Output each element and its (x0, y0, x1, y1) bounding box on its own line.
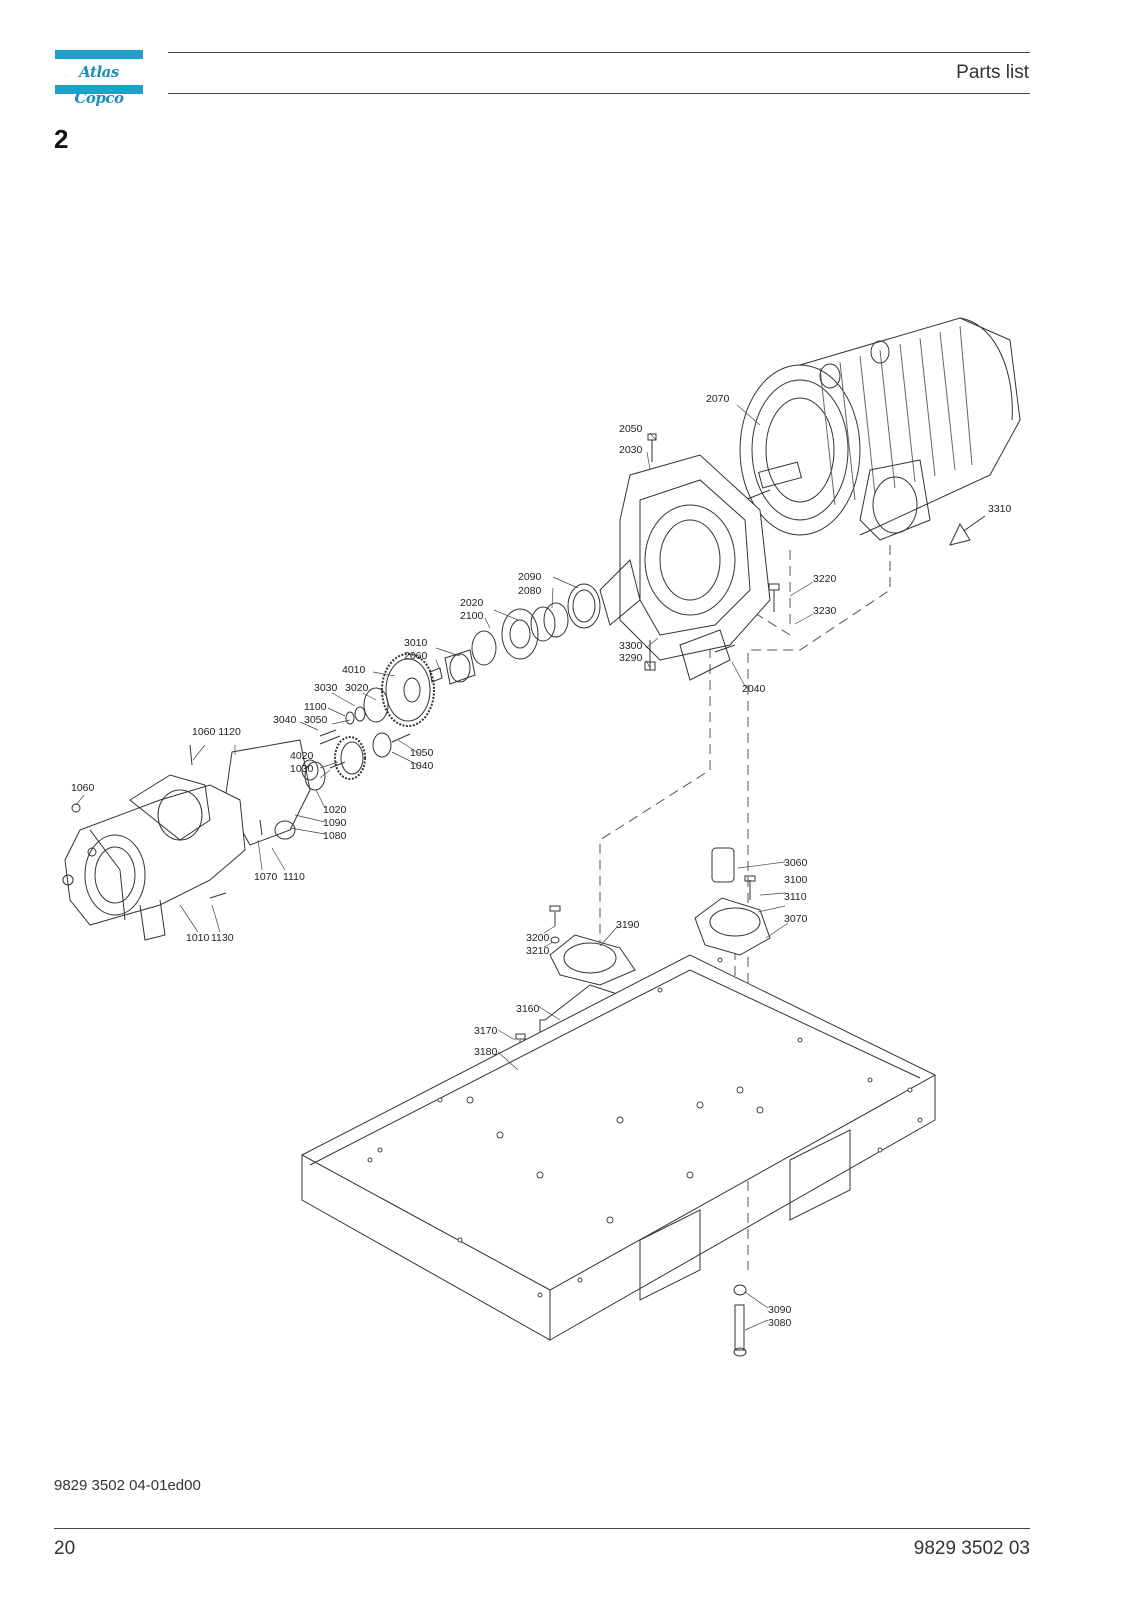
callout: 3190 (616, 919, 640, 931)
callout: 3090 (768, 1304, 792, 1316)
callout: 1070 (254, 871, 278, 883)
diagram-callouts: 2070 2050 2030 3310 3220 3230 2090 2080 … (71, 393, 1012, 1329)
document-number: 9829 3502 03 (913, 1538, 1030, 1559)
callout: 2050 (619, 423, 643, 435)
callout: 1090 (323, 817, 347, 829)
callout: 3210 (526, 945, 550, 957)
page-number: 20 (54, 1538, 76, 1559)
callout: 2040 (742, 683, 766, 695)
callout: 3070 (784, 913, 808, 925)
callout: 1110 (283, 871, 305, 883)
callout: 1080 (323, 830, 347, 842)
callout: 3160 (516, 1003, 540, 1015)
callout: 3300 (619, 640, 643, 652)
callout: 1040 (410, 760, 434, 772)
callout: 4010 (342, 664, 366, 676)
callout: 3050 (304, 714, 328, 726)
header-rule-bottom (168, 93, 1030, 94)
callout: 3040 (273, 714, 297, 726)
callout: 2080 (518, 585, 542, 597)
callout: 3030 (314, 682, 338, 694)
callout: 2070 (706, 393, 730, 405)
base-frame (300, 954, 937, 1341)
page-header-title: Parts list (956, 62, 1029, 83)
callout: 1030 (290, 763, 314, 775)
callout: 3200 (526, 932, 550, 944)
callout: 3110 (784, 891, 807, 903)
callout: 3010 (404, 637, 428, 649)
logo-bottom-bar (55, 85, 143, 94)
callout: 3080 (768, 1317, 792, 1329)
callout: 1060 (71, 782, 95, 794)
footer-rule (54, 1528, 1030, 1529)
callout: 1010 (186, 932, 210, 944)
header-rule-top (168, 52, 1030, 53)
flange-housing (599, 454, 771, 681)
callout: 4020 (290, 750, 314, 762)
callout: 3220 (813, 573, 837, 585)
callout: 3100 (784, 874, 808, 886)
callout: 2030 (619, 444, 643, 456)
callout: 3310 (988, 503, 1012, 515)
callout: 3020 (345, 682, 369, 694)
logo-top-bar (55, 50, 143, 59)
callout: 3230 (813, 605, 837, 617)
callout: 1020 (323, 804, 347, 816)
callout: 3180 (474, 1046, 498, 1058)
motor (739, 317, 1021, 541)
callout: 3060 (784, 857, 808, 869)
atlas-copco-logo: Atlas Copco (55, 50, 143, 107)
callout: 2060 (404, 650, 428, 662)
callout: 1060 1120 (192, 726, 241, 738)
callout: 3290 (619, 652, 643, 664)
screw-element (62, 774, 246, 941)
section-number: 2 (54, 124, 69, 154)
callout: 1050 (410, 747, 434, 759)
callout: 2020 (460, 597, 484, 609)
callout: 2100 (460, 610, 484, 622)
callout: 3170 (474, 1025, 498, 1037)
callout: 2090 (518, 571, 542, 583)
callout: 1100 (304, 701, 327, 713)
document-code: 9829 3502 04-01ed00 (54, 1477, 201, 1494)
callout: 1130 (211, 932, 234, 944)
